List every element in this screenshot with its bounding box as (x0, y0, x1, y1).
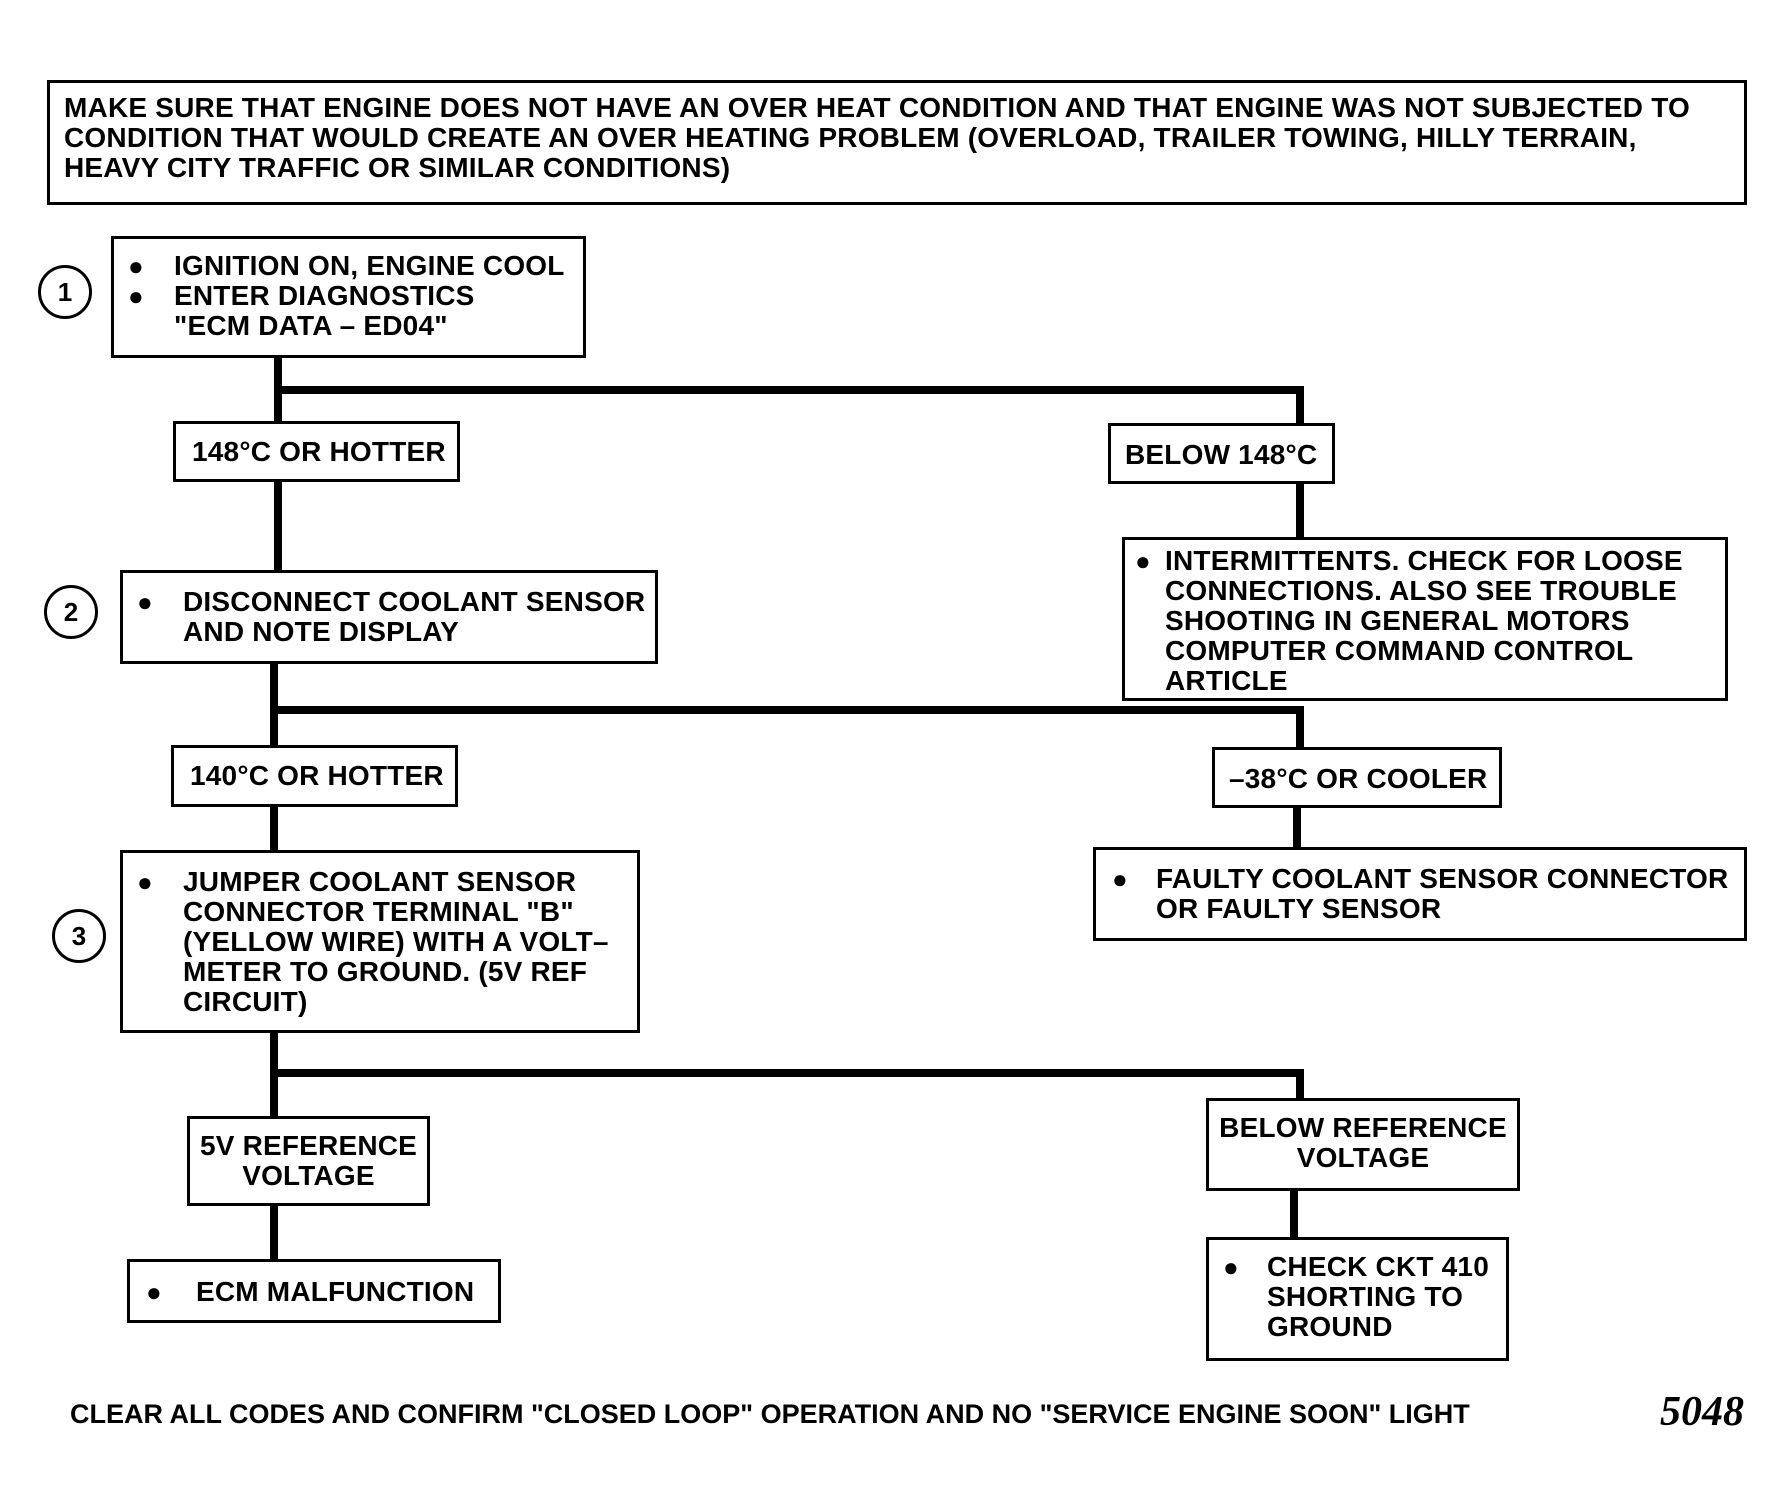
bullet-icon: ● (1223, 1252, 1239, 1282)
step3-bullet-line: JUMPER COOLANT SENSOR (183, 866, 577, 897)
bullet-icon: ● (146, 1277, 162, 1307)
intermittents-line: INTERMITTENTS. CHECK FOR LOOSE (1165, 545, 1683, 576)
branch-5v-reference: 5V REFERENCE VOLTAGE (187, 1116, 430, 1206)
branch-140-or-hotter: 140°C OR HOTTER (171, 745, 458, 807)
branch-minus-38-or-cooler: –38°C OR COOLER (1212, 747, 1502, 808)
intermittents-line: SHOOTING IN GENERAL MOTORS (1165, 605, 1630, 636)
step3-bullet-line: CONNECTOR TERMINAL "B" (183, 896, 574, 927)
step3-bullet-line: METER TO GROUND. (5V REF (183, 956, 588, 987)
connector-line (270, 1069, 1304, 1077)
check-ckt-line: CHECK CKT 410 (1267, 1251, 1489, 1282)
step1-bullet-2: ENTER DIAGNOSTICS (174, 280, 475, 311)
step1-bullet-2-cont: "ECM DATA – ED04" (174, 310, 448, 341)
header-line: HEAVY CITY TRAFFIC OR SIMILAR CONDITIONS… (64, 152, 731, 183)
header-line: MAKE SURE THAT ENGINE DOES NOT HAVE AN O… (64, 92, 1690, 123)
connector-line (1296, 386, 1304, 424)
step3-box: ● JUMPER COOLANT SENSOR CONNECTOR TERMIN… (120, 850, 640, 1033)
intermittents-result-box: ● INTERMITTENTS. CHECK FOR LOOSE CONNECT… (1122, 537, 1728, 701)
header-line: CONDITION THAT WOULD CREATE AN OVER HEAT… (64, 122, 1637, 153)
step2-bullet-line: AND NOTE DISPLAY (183, 616, 459, 647)
connector-line (270, 662, 278, 746)
step2-box: ● DISCONNECT COOLANT SENSOR AND NOTE DIS… (120, 570, 658, 664)
bullet-icon: ● (137, 587, 153, 617)
ecm-malfunction-result-box: ● ECM MALFUNCTION (127, 1259, 501, 1323)
connector-line (270, 1204, 278, 1261)
step-number-1: 1 (38, 265, 92, 319)
check-ckt-result-box: ● CHECK CKT 410 SHORTING TO GROUND (1206, 1237, 1509, 1361)
connector-line (270, 805, 278, 852)
bullet-icon: ● (1135, 546, 1151, 576)
step1-bullet-1: IGNITION ON, ENGINE COOL (174, 250, 565, 281)
check-ckt-line: GROUND (1267, 1311, 1393, 1342)
connector-line (1296, 482, 1304, 539)
intermittents-line: COMPUTER COMMAND CONTROL (1165, 635, 1634, 666)
connector-line (1296, 706, 1304, 748)
step2-bullet-line: DISCONNECT COOLANT SENSOR (183, 586, 646, 617)
check-ckt-line: SHORTING TO (1267, 1281, 1464, 1312)
branch-below-reference: BELOW REFERENCE VOLTAGE (1206, 1098, 1520, 1191)
faulty-sensor-result-box: ● FAULTY COOLANT SENSOR CONNECTOR OR FAU… (1093, 847, 1747, 941)
branch-below-148: BELOW 148°C (1108, 423, 1335, 484)
connector-line (274, 386, 1304, 394)
connector-line (274, 480, 282, 572)
ecm-malfunction-line: ECM MALFUNCTION (196, 1276, 475, 1307)
step-number-2: 2 (44, 585, 98, 639)
bullet-icon: ● (128, 281, 144, 311)
connector-line (270, 706, 1304, 714)
bullet-icon: ● (128, 251, 144, 281)
connector-line (1290, 1189, 1298, 1239)
footer-instruction: CLEAR ALL CODES AND CONFIRM "CLOSED LOOP… (70, 1399, 1470, 1429)
step-number-3: 3 (52, 909, 106, 963)
branch-148-or-hotter: 148°C OR HOTTER (173, 421, 460, 482)
step3-bullet-line: CIRCUIT) (183, 986, 308, 1017)
figure-number: 5048 (1660, 1389, 1744, 1435)
step3-bullet-line: (YELLOW WIRE) WITH A VOLT– (183, 926, 609, 957)
step1-box: ● IGNITION ON, ENGINE COOL ● ENTER DIAGN… (111, 236, 586, 358)
intermittents-line: ARTICLE (1165, 665, 1288, 696)
connector-line (1293, 805, 1301, 848)
intermittents-line: CONNECTIONS. ALSO SEE TROUBLE (1165, 575, 1677, 606)
connector-line (1296, 1069, 1304, 1100)
bullet-icon: ● (137, 867, 153, 897)
bullet-icon: ● (1112, 864, 1128, 894)
faulty-sensor-line: FAULTY COOLANT SENSOR CONNECTOR (1156, 863, 1729, 894)
header-note-box: MAKE SURE THAT ENGINE DOES NOT HAVE AN O… (47, 80, 1747, 205)
faulty-sensor-line: OR FAULTY SENSOR (1156, 893, 1442, 924)
